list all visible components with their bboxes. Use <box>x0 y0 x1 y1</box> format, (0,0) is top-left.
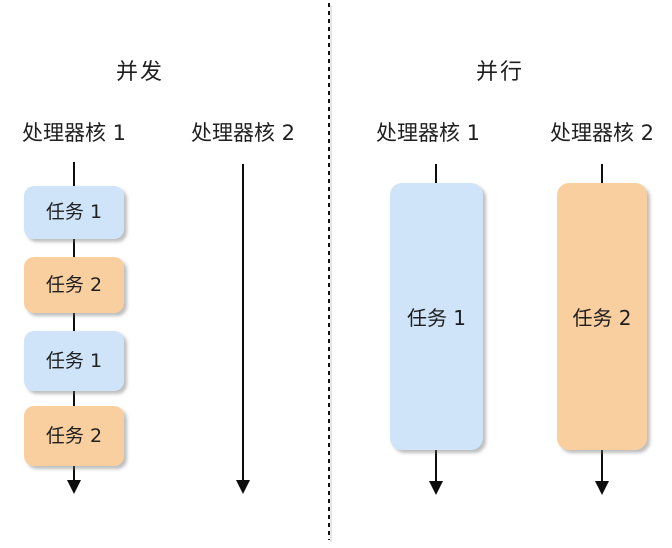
concurrency-core1-timeline <box>73 162 75 480</box>
parallelism-core1-arrow-down-icon <box>429 481 443 495</box>
task-box: 任务 1 <box>24 186 124 239</box>
concurrency-core2-label: 处理器核 2 <box>190 121 296 145</box>
parallelism-section-title: 并行 <box>475 60 524 85</box>
parallelism-core1-timeline-stub <box>435 164 437 186</box>
parallelism-core2-label: 处理器核 2 <box>549 121 655 145</box>
task-box: 任务 2 <box>24 406 124 466</box>
section-divider-dashed-line <box>328 3 330 540</box>
concurrency-core2-timeline <box>242 164 244 480</box>
concurrency-section-title: 并发 <box>115 60 164 85</box>
parallelism-core2-timeline-stub <box>601 164 603 186</box>
concurrency-core1-arrow-down-icon <box>67 480 81 494</box>
parallelism-core2-timeline <box>601 450 603 481</box>
concurrency-core2-arrow-down-icon <box>236 480 250 494</box>
task-box: 任务 2 <box>24 257 124 313</box>
parallelism-core1-label: 处理器核 1 <box>375 121 481 145</box>
concurrency-core1-label: 处理器核 1 <box>21 121 127 145</box>
task-box: 任务 2 <box>557 183 647 450</box>
task-box: 任务 1 <box>390 183 483 450</box>
parallelism-core2-arrow-down-icon <box>595 481 609 495</box>
task-box: 任务 1 <box>24 331 124 391</box>
parallelism-core1-timeline <box>435 450 437 481</box>
